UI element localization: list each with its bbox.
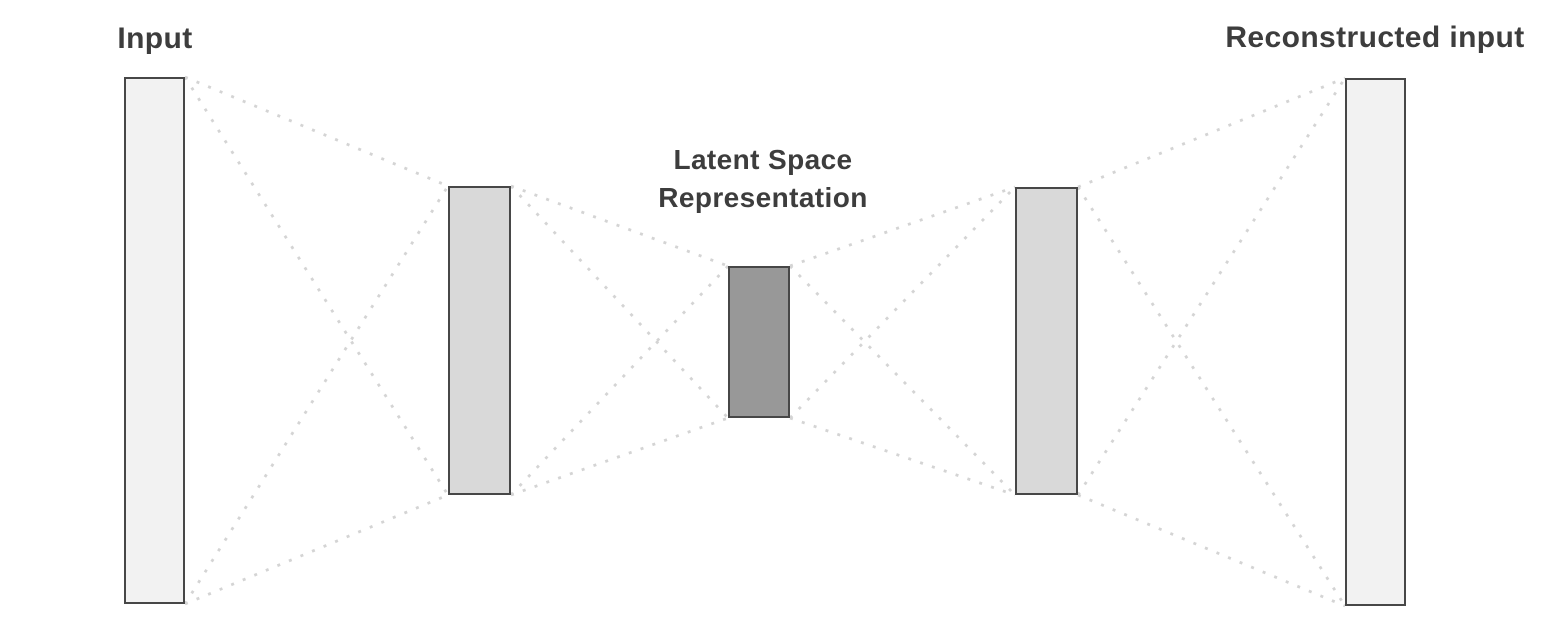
connection-line	[789, 185, 1016, 268]
connection-line	[1076, 77, 1347, 496]
connection-line	[509, 265, 730, 496]
encoder-hidden-layer-rect	[448, 186, 511, 495]
connection-line	[510, 184, 729, 268]
reconstructed-input-label: Reconstructed input	[1225, 21, 1525, 54]
connection-line	[1077, 76, 1346, 189]
connection-line	[789, 265, 1016, 496]
connection-line	[183, 76, 450, 496]
connection-line	[510, 416, 729, 497]
connection-line	[789, 416, 1016, 497]
decoder-hidden-layer-rect	[1015, 187, 1078, 495]
connection-line	[509, 185, 730, 419]
connection-line	[788, 186, 1017, 419]
latent-space-label: Latent Space Representation	[563, 141, 963, 217]
latent-space-label-line2: Representation	[658, 182, 868, 213]
connection-line	[183, 185, 450, 605]
latent-space-label-line1: Latent Space	[673, 144, 853, 175]
connection-line	[1076, 186, 1347, 607]
connection-line	[184, 75, 449, 188]
output-layer-rect	[1345, 78, 1406, 606]
connection-line	[1077, 493, 1346, 608]
input-label: Input	[117, 22, 193, 55]
input-layer-rect	[124, 77, 185, 604]
connection-line	[184, 493, 449, 606]
latent-layer-rect	[728, 266, 790, 418]
